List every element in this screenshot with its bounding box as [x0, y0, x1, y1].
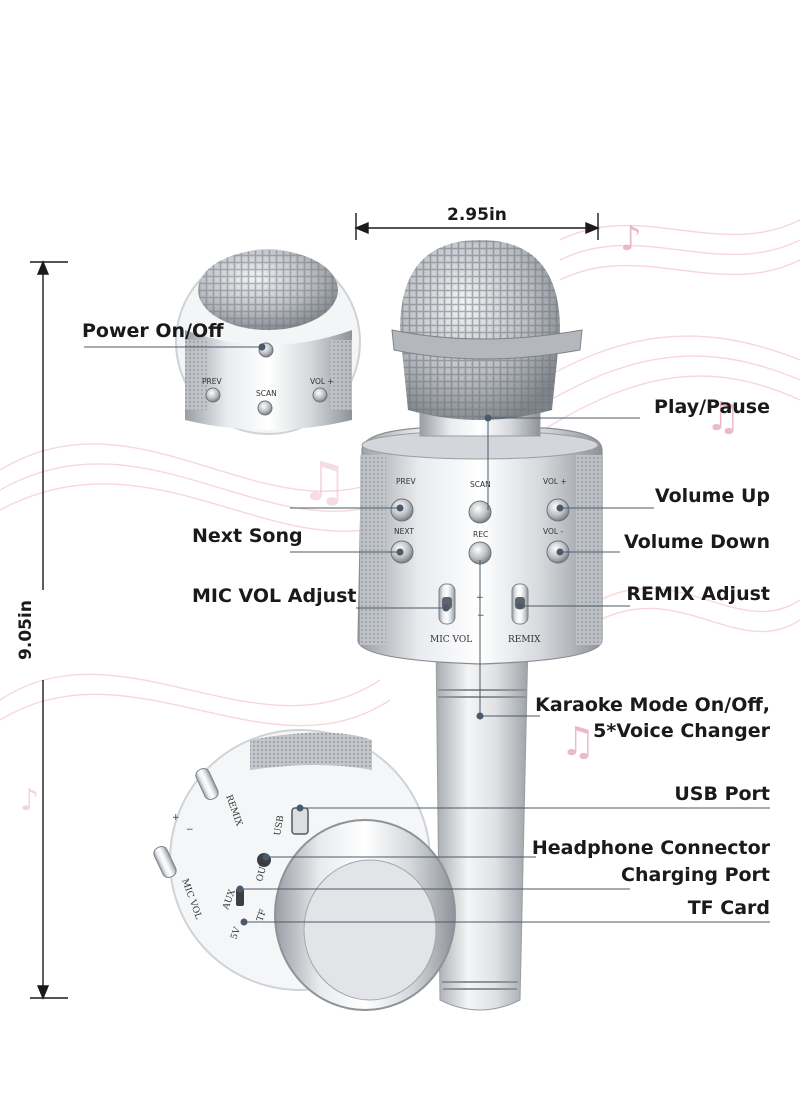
marking-remix: REMIX [508, 635, 541, 645]
marking-minus: − [477, 611, 485, 621]
label-next-song: Next Song [192, 525, 303, 547]
inset-marking-5v: 5V [229, 926, 243, 941]
inset-marking-vol-plus: VOL + [310, 377, 334, 386]
label-usb-port: USB Port [674, 783, 770, 805]
inset-marking-minus: − [186, 825, 194, 835]
music-note-icons: ♪ ♫ ♫ ♫ ♪ [20, 219, 741, 818]
width-dimension-label: 2.95in [447, 205, 507, 225]
power-inset: PREV SCAN VOL + [175, 249, 361, 435]
label-remix-adjust: REMIX Adjust [626, 583, 770, 605]
inset-marking-scan: SCAN [256, 389, 277, 398]
label-headphone-connector: Headphone Connector [531, 837, 770, 859]
inset-marking-tf: TF [255, 908, 269, 923]
microphone-handle [435, 639, 529, 1011]
inset-marking-usb: USB [273, 814, 286, 836]
microphone-head [391, 240, 583, 420]
height-dimension-line [30, 260, 68, 1000]
width-dimension-line [354, 213, 600, 240]
label-power-on-off: Power On/Off [82, 320, 224, 342]
label-karaoke-mode: Karaoke Mode On/Off, [535, 694, 770, 716]
control-body [357, 407, 603, 665]
marking-vol-plus: VOL + [543, 477, 567, 486]
svg-text:♫: ♫ [300, 450, 348, 513]
marking-scan: SCAN [470, 480, 491, 489]
inset-marking-plus: + [172, 813, 180, 823]
label-charging-port: Charging Port [621, 864, 770, 886]
marking-rec: REC [473, 530, 488, 539]
ports-inset: + − REMIX MIC VOL USB OUT AUX TF 5V [153, 729, 456, 1011]
inset-marking-prev: PREV [202, 377, 222, 386]
marking-prev: PREV [396, 477, 416, 486]
label-tf-card: TF Card [687, 897, 770, 919]
svg-text:♪: ♪ [620, 219, 642, 259]
callout-lines [84, 343, 770, 926]
svg-text:♫: ♫ [560, 719, 596, 765]
label-play-pause: Play/Pause [654, 396, 770, 418]
label-volume-up: Volume Up [654, 485, 770, 507]
svg-text:♫: ♫ [705, 394, 741, 440]
height-dimension-label: 9.05in [15, 600, 36, 660]
marking-mic-vol: MIC VOL [430, 635, 472, 645]
label-mic-vol-adjust: MIC VOL Adjust [192, 585, 357, 607]
svg-text:♪: ♪ [20, 783, 39, 818]
label-voice-changer: 5*Voice Changer [593, 720, 770, 742]
label-volume-down: Volume Down [624, 531, 770, 553]
marking-next: NEXT [394, 527, 414, 536]
marking-vol-minus: VOL - [543, 527, 563, 536]
